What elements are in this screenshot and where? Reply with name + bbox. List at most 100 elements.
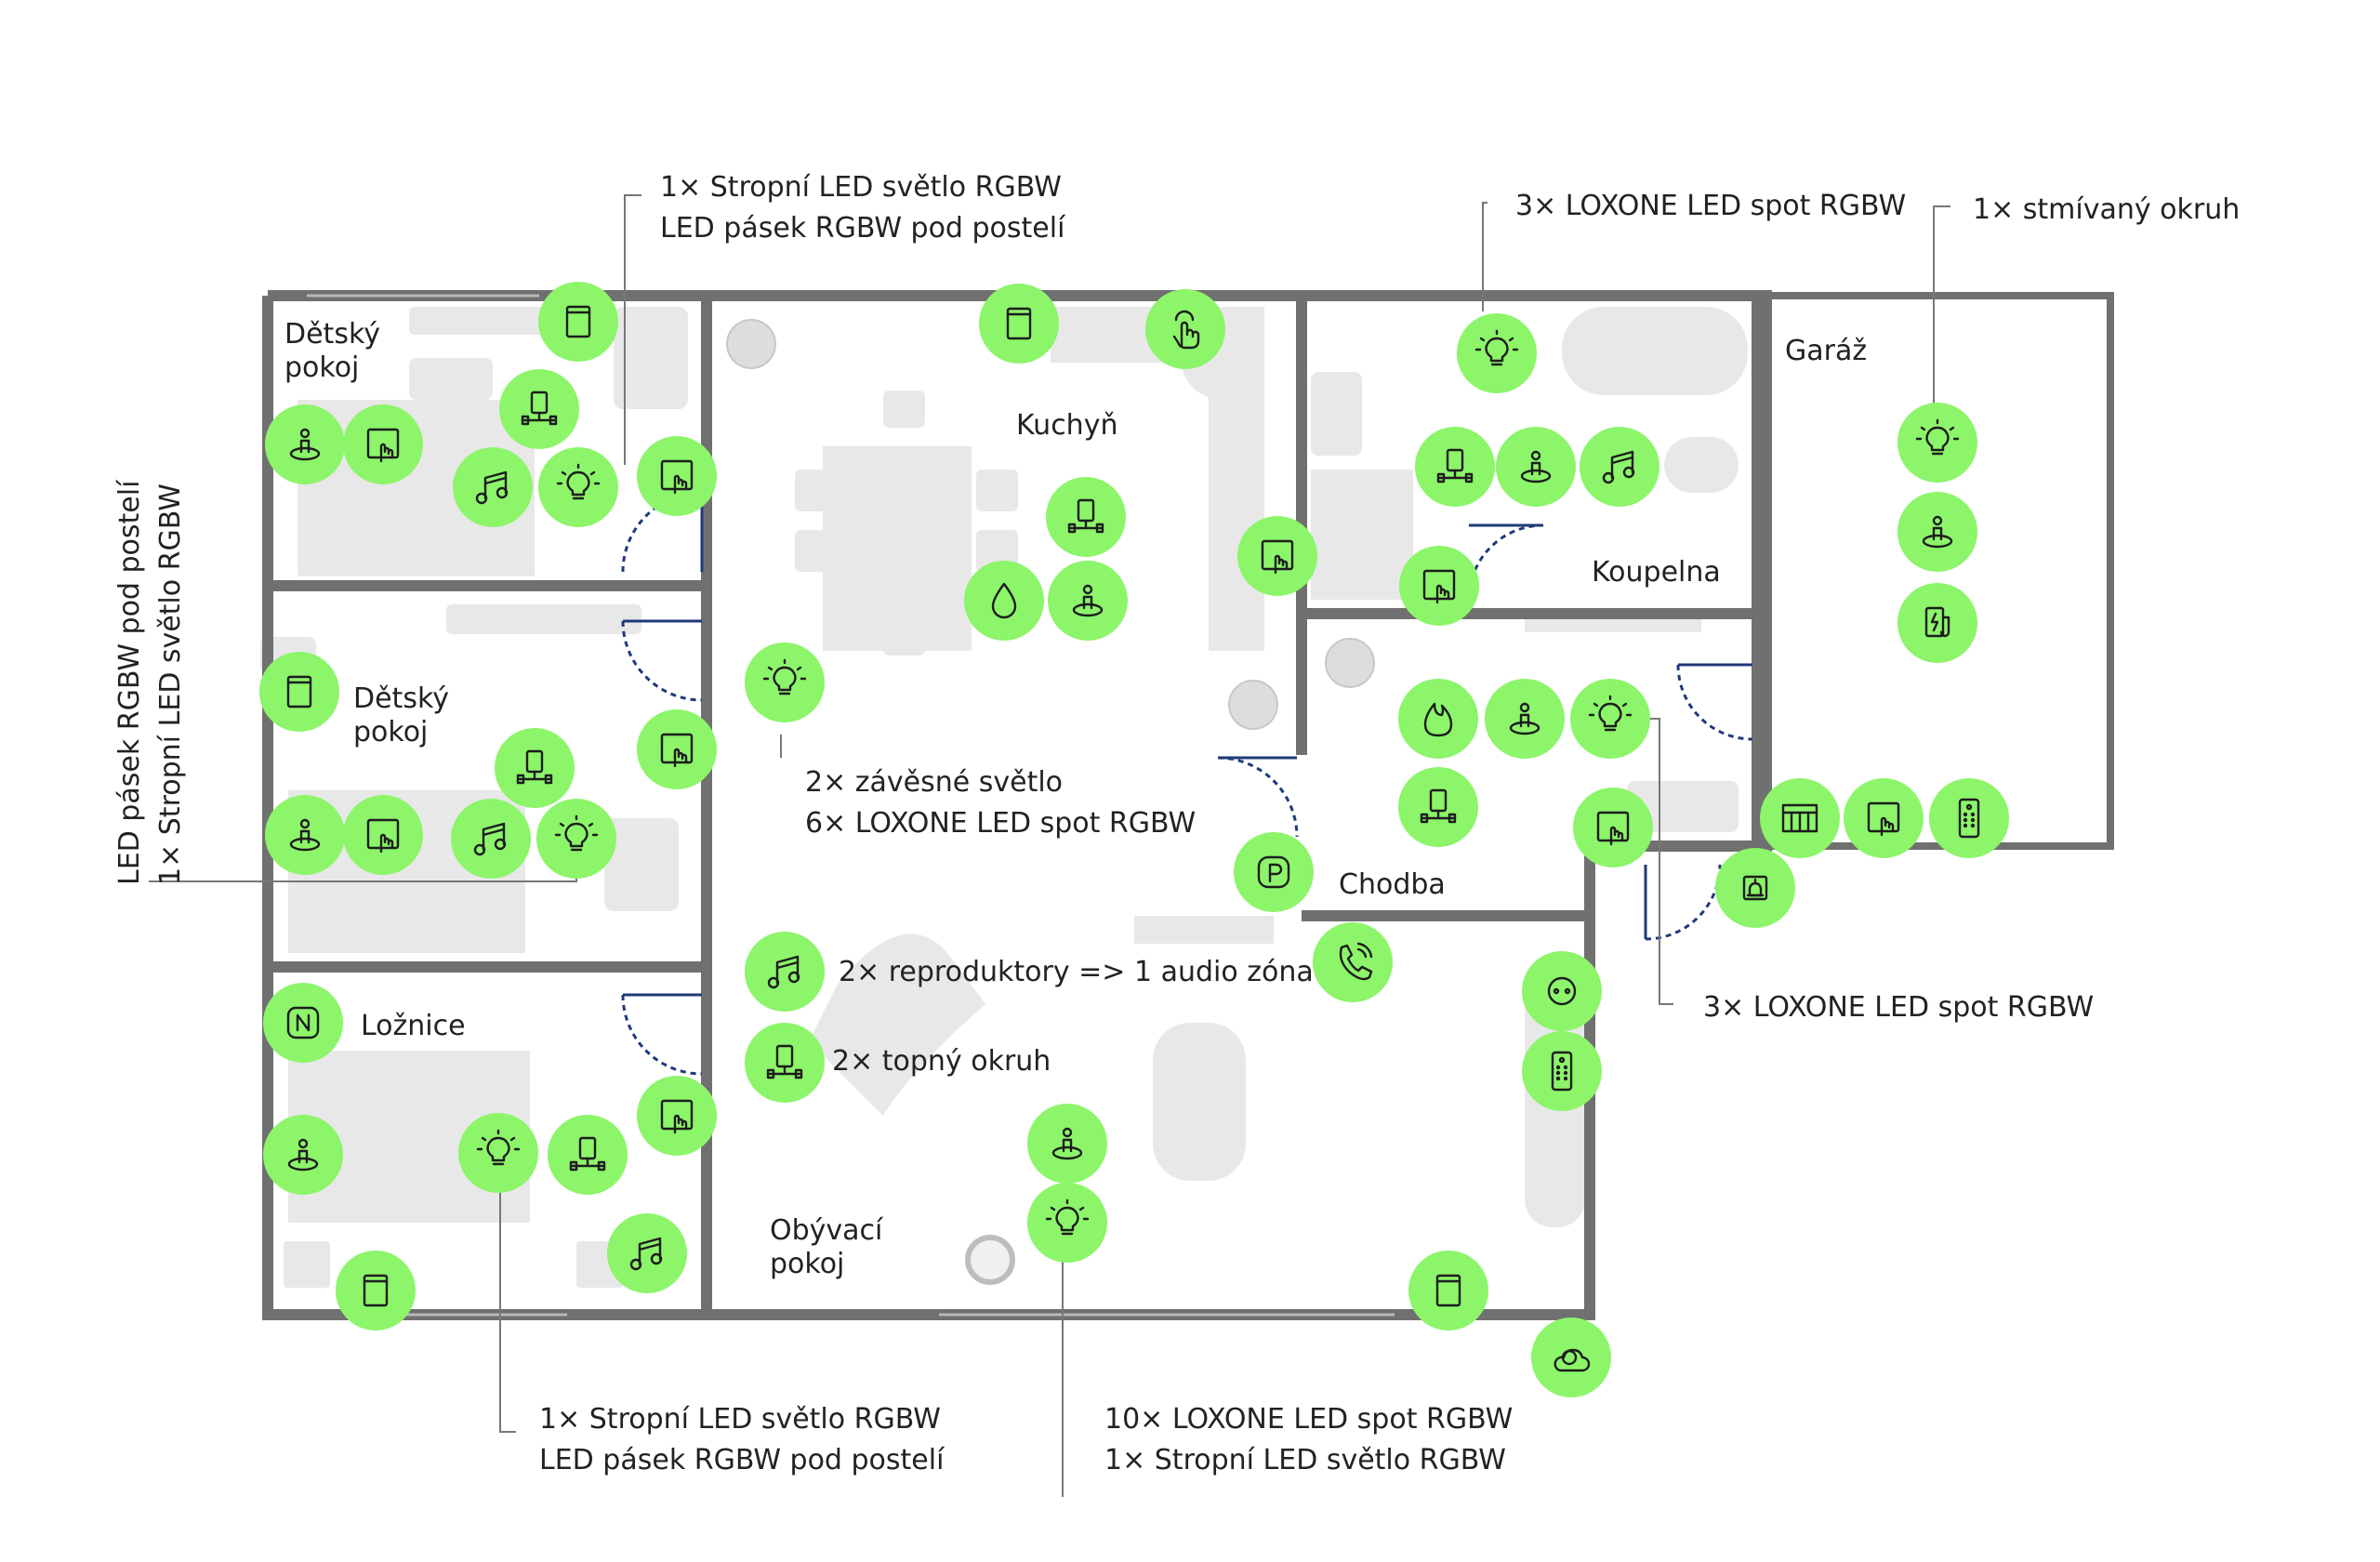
touch-switch-icon xyxy=(1261,539,1294,575)
device-light-bulb[interactable] xyxy=(458,1113,538,1193)
presence-sensor-icon xyxy=(1051,1127,1083,1160)
device-intercom-phone[interactable] xyxy=(1313,922,1393,1002)
note-heating-circuits: 2× topný okruh xyxy=(832,1045,1051,1078)
music-icon xyxy=(1602,450,1635,484)
device-light-bulb[interactable] xyxy=(1027,1183,1107,1263)
room-label-kuchyn: Kuchyň xyxy=(1016,409,1118,442)
remote-control-icon xyxy=(1958,798,1980,839)
device-light-bulb[interactable] xyxy=(1457,313,1537,393)
music-icon xyxy=(473,822,507,856)
note-line: 2× závěsné světlo xyxy=(805,766,1064,799)
device-remote-control[interactable] xyxy=(1929,778,2009,858)
device-touch-switch[interactable] xyxy=(343,404,423,484)
light-bulb-icon xyxy=(1474,329,1519,366)
device-presence-sensor[interactable] xyxy=(1048,561,1128,641)
device-touch-switch[interactable] xyxy=(637,436,717,516)
leader-lines xyxy=(149,194,1950,1497)
device-window-contact[interactable] xyxy=(336,1251,416,1330)
device-fire[interactable] xyxy=(1398,679,1478,759)
device-weather-station[interactable] xyxy=(1531,1317,1611,1397)
device-doorbell[interactable] xyxy=(1522,951,1602,1031)
device-heating-valve[interactable] xyxy=(745,1023,825,1103)
remote-control-icon xyxy=(1551,1051,1573,1092)
device-heating-valve[interactable] xyxy=(1046,477,1126,557)
device-water-drop[interactable] xyxy=(964,561,1044,641)
device-heating-valve[interactable] xyxy=(1415,427,1495,507)
device-nfc[interactable] xyxy=(263,983,343,1063)
room-label-loznice: Ložnice xyxy=(361,1010,466,1042)
note-audio-zone: 2× reproduktory => 1 audio zóna xyxy=(839,956,1314,988)
light-bulb-icon xyxy=(762,658,807,695)
device-window-contact[interactable] xyxy=(979,284,1059,364)
weather-station-icon xyxy=(1554,1348,1591,1372)
note-living-lights: 10× LOXONE LED spot RGBW 1× Stropní LED … xyxy=(1104,1399,1513,1481)
room-label-detsky-pokoj-1: Dětský pokoj xyxy=(284,318,381,384)
doorbell-icon xyxy=(1547,976,1577,1006)
note-line: 1× Stropní LED světlo RGBW xyxy=(539,1403,941,1436)
device-music[interactable] xyxy=(1580,427,1659,507)
device-touch-switch[interactable] xyxy=(1237,516,1317,596)
device-garage-gate[interactable] xyxy=(1760,778,1840,858)
room-label-detsky-pokoj-2: Dětský pokoj xyxy=(353,682,450,748)
device-touch-switch[interactable] xyxy=(1844,778,1924,858)
touch-switch-icon xyxy=(660,733,694,768)
parking-icon xyxy=(1257,855,1290,889)
intercom-phone-icon xyxy=(1339,942,1373,981)
note-child-room-2-lights: LED pásek RGBW pod postelí 1× Stropní LE… xyxy=(110,481,192,885)
device-heating-valve[interactable] xyxy=(1398,767,1478,847)
room-label-chodba: Chodba xyxy=(1339,868,1446,901)
device-presence-sensor[interactable] xyxy=(1027,1104,1107,1184)
device-presence-sensor[interactable] xyxy=(263,1115,343,1195)
device-light-bulb[interactable] xyxy=(538,447,618,527)
device-remote-control[interactable] xyxy=(1522,1031,1602,1111)
device-touch-switch[interactable] xyxy=(637,1076,717,1156)
device-parking[interactable] xyxy=(1234,832,1314,912)
presence-sensor-icon xyxy=(1922,515,1953,549)
device-presence-sensor[interactable] xyxy=(265,404,345,484)
device-window-contact[interactable] xyxy=(259,652,339,732)
note-bathroom-lights: 3× LOXONE LED spot RGBW xyxy=(1515,190,1907,222)
note-garage-lights: 1× stmívaný okruh xyxy=(1973,193,2241,226)
note-line: 6× LOXONE LED spot RGBW xyxy=(805,807,1197,840)
device-touch-switch[interactable] xyxy=(1399,546,1479,626)
device-alarm-siren[interactable] xyxy=(1715,848,1795,928)
device-heating-valve[interactable] xyxy=(548,1115,628,1195)
heating-valve-icon xyxy=(1420,788,1457,824)
window-contact-icon xyxy=(565,305,591,338)
device-heating-valve[interactable] xyxy=(499,369,579,449)
device-light-bulb[interactable] xyxy=(536,799,616,879)
device-heating-valve[interactable] xyxy=(495,728,575,808)
window-contact-icon xyxy=(1435,1274,1461,1307)
device-touch-pointer[interactable] xyxy=(1145,289,1225,369)
device-touch-switch[interactable] xyxy=(343,795,423,875)
device-music[interactable] xyxy=(451,799,531,879)
device-presence-sensor[interactable] xyxy=(1897,492,1977,572)
device-presence-sensor[interactable] xyxy=(1485,679,1565,759)
room-label-koupelna: Koupelna xyxy=(1592,556,1721,589)
device-window-contact[interactable] xyxy=(538,282,618,362)
touch-switch-icon xyxy=(660,1099,694,1134)
device-music[interactable] xyxy=(453,447,533,527)
light-bulb-icon xyxy=(1588,695,1633,732)
device-wallbox-charger[interactable] xyxy=(1897,583,1977,663)
device-light-bulb[interactable] xyxy=(745,642,825,722)
touch-switch-icon xyxy=(1867,801,1900,837)
presence-sensor-icon xyxy=(1509,702,1540,735)
device-touch-switch[interactable] xyxy=(1573,788,1653,867)
heating-valve-icon xyxy=(521,390,558,426)
touch-switch-icon xyxy=(1422,569,1456,604)
device-music[interactable] xyxy=(745,932,825,1012)
device-window-contact[interactable] xyxy=(1408,1251,1488,1330)
presence-sensor-icon xyxy=(289,428,321,461)
fire-icon xyxy=(1423,702,1453,737)
device-light-bulb[interactable] xyxy=(1570,679,1650,759)
touch-switch-icon xyxy=(660,459,694,495)
device-music[interactable] xyxy=(607,1213,687,1293)
presence-sensor-icon xyxy=(289,818,321,852)
device-light-bulb[interactable] xyxy=(1897,403,1977,483)
device-touch-switch[interactable] xyxy=(637,709,717,789)
heating-valve-icon xyxy=(766,1044,803,1079)
device-presence-sensor[interactable] xyxy=(1496,427,1576,507)
touch-pointer-icon xyxy=(1172,310,1200,350)
device-presence-sensor[interactable] xyxy=(265,795,345,875)
